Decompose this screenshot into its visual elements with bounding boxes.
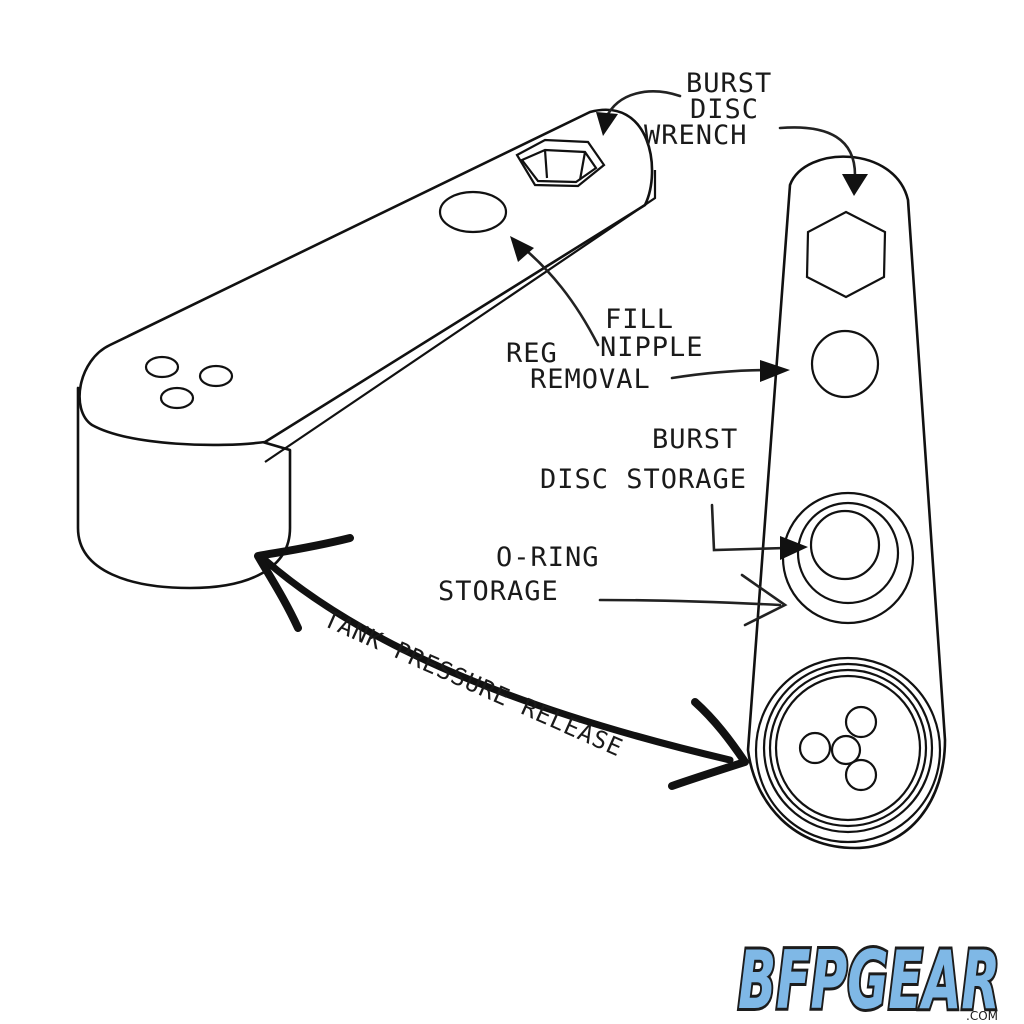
arrow-wrench-right [778,126,857,177]
label-reg-removal: REG REMOVAL [506,338,651,395]
arrow-reg-removal [670,368,770,380]
label-line: REG [506,338,558,369]
arrow-tank-release-head-right [668,698,749,790]
reg-removal-hole [810,329,880,399]
arrow-tank-release-head-left [254,534,354,632]
arrow-fill-nipple-head [510,236,534,262]
label-line: DISC [690,94,759,125]
pin-hole-3 [159,386,195,410]
label-line: FILL [605,304,674,335]
label-tank-pressure-release: TANK PRESSURE RELEASE [320,605,628,763]
arrow-reg-removal-head [760,360,790,382]
hex-wrench-head [805,210,887,299]
label-line: BURST [652,424,738,455]
fill-nipple-hole [438,190,508,234]
arrow-oring [598,598,782,607]
label-oring-storage: O-RING STORAGE [438,542,600,607]
logo-subtext: .COM [966,1009,998,1023]
arrow-wrench-left [604,90,682,120]
label-burst-disc-storage: BURST DISC STORAGE [540,424,747,495]
annotation-arrows [254,90,868,790]
tank-release-end [754,656,942,844]
left-tool [76,108,657,590]
arrow-wrench-right-head [842,174,868,196]
hex-socket [515,138,606,188]
arrow-fill-nipple [518,243,600,347]
label-burst-disc-wrench: BURST DISC WRENCH [644,68,772,151]
label-line: REMOVAL [530,364,651,395]
pin-hole-2 [198,364,234,388]
brand-logo: BFPGEAR .COM [735,931,1003,1024]
arrow-burst-storage-head [780,536,808,560]
arrow-wrench-left-head [596,112,618,136]
label-line: NIPPLE [600,332,704,363]
left-tool-top-face [78,108,654,447]
label-line: WRENCH [644,120,748,151]
pin-hole-1 [144,355,180,379]
label-line: O-RING [496,542,600,573]
left-tool-edge [264,170,657,463]
arrow-oring-head [740,573,788,627]
arrow-burst-storage [710,503,787,552]
label-line: STORAGE [438,576,559,607]
label-line: DISC STORAGE [540,464,747,495]
right-tool [746,155,947,850]
label-fill-nipple: FILL NIPPLE [600,304,704,363]
logo-text: BFPGEAR [738,934,1000,1024]
arrow-tank-release [261,556,734,764]
label-line: BURST [686,68,772,99]
